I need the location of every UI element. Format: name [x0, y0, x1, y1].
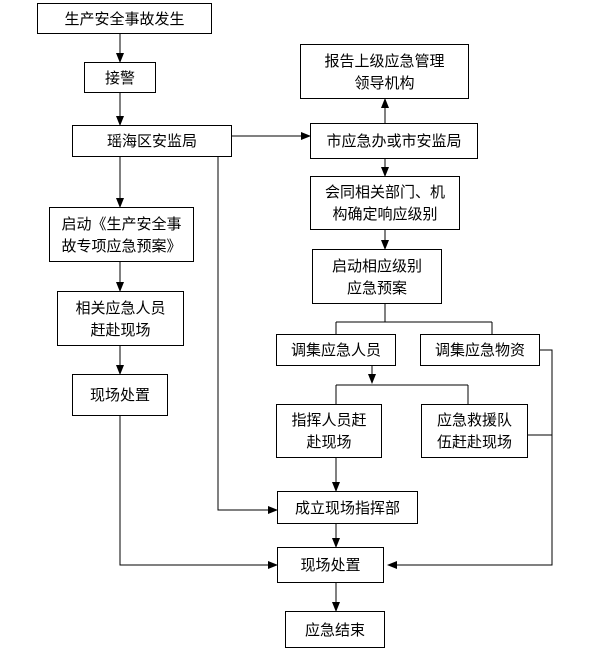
node-onsite-left: 现场处置 — [72, 374, 168, 416]
node-end: 应急结束 — [285, 611, 385, 648]
node-level: 启动相应级别 应急预案 — [312, 249, 442, 304]
node-accident: 生产安全事故发生 — [37, 3, 212, 34]
line-onsite-left-to-final — [119, 416, 278, 569]
node-deploy-people: 调集应急人员 — [276, 334, 396, 366]
node-staff: 相关应急人员 赶赴现场 — [57, 291, 184, 346]
node-report: 报告上级应急管理 领导机构 — [300, 44, 469, 99]
node-city: 市应急办或市安监局 — [310, 123, 478, 159]
node-bureau: 瑶海区安监局 — [72, 125, 232, 157]
node-onsite-final: 现场处置 — [277, 547, 384, 583]
node-alarm: 接警 — [84, 62, 156, 93]
node-start-plan: 启动《生产安全事 故专项应急预案》 — [49, 207, 194, 262]
node-command: 指挥人员赶 赴现场 — [276, 404, 382, 458]
node-joint: 会同相关部门、机 构确定响应级别 — [310, 176, 460, 230]
node-rescue: 应急救援队 伍赶赴现场 — [421, 404, 528, 458]
node-deploy-supplies: 调集应急物资 — [420, 334, 540, 366]
node-hq: 成立现场指挥部 — [277, 491, 418, 524]
line-bureau-to-hq — [217, 157, 278, 514]
line-supplies-to-final — [387, 349, 553, 569]
